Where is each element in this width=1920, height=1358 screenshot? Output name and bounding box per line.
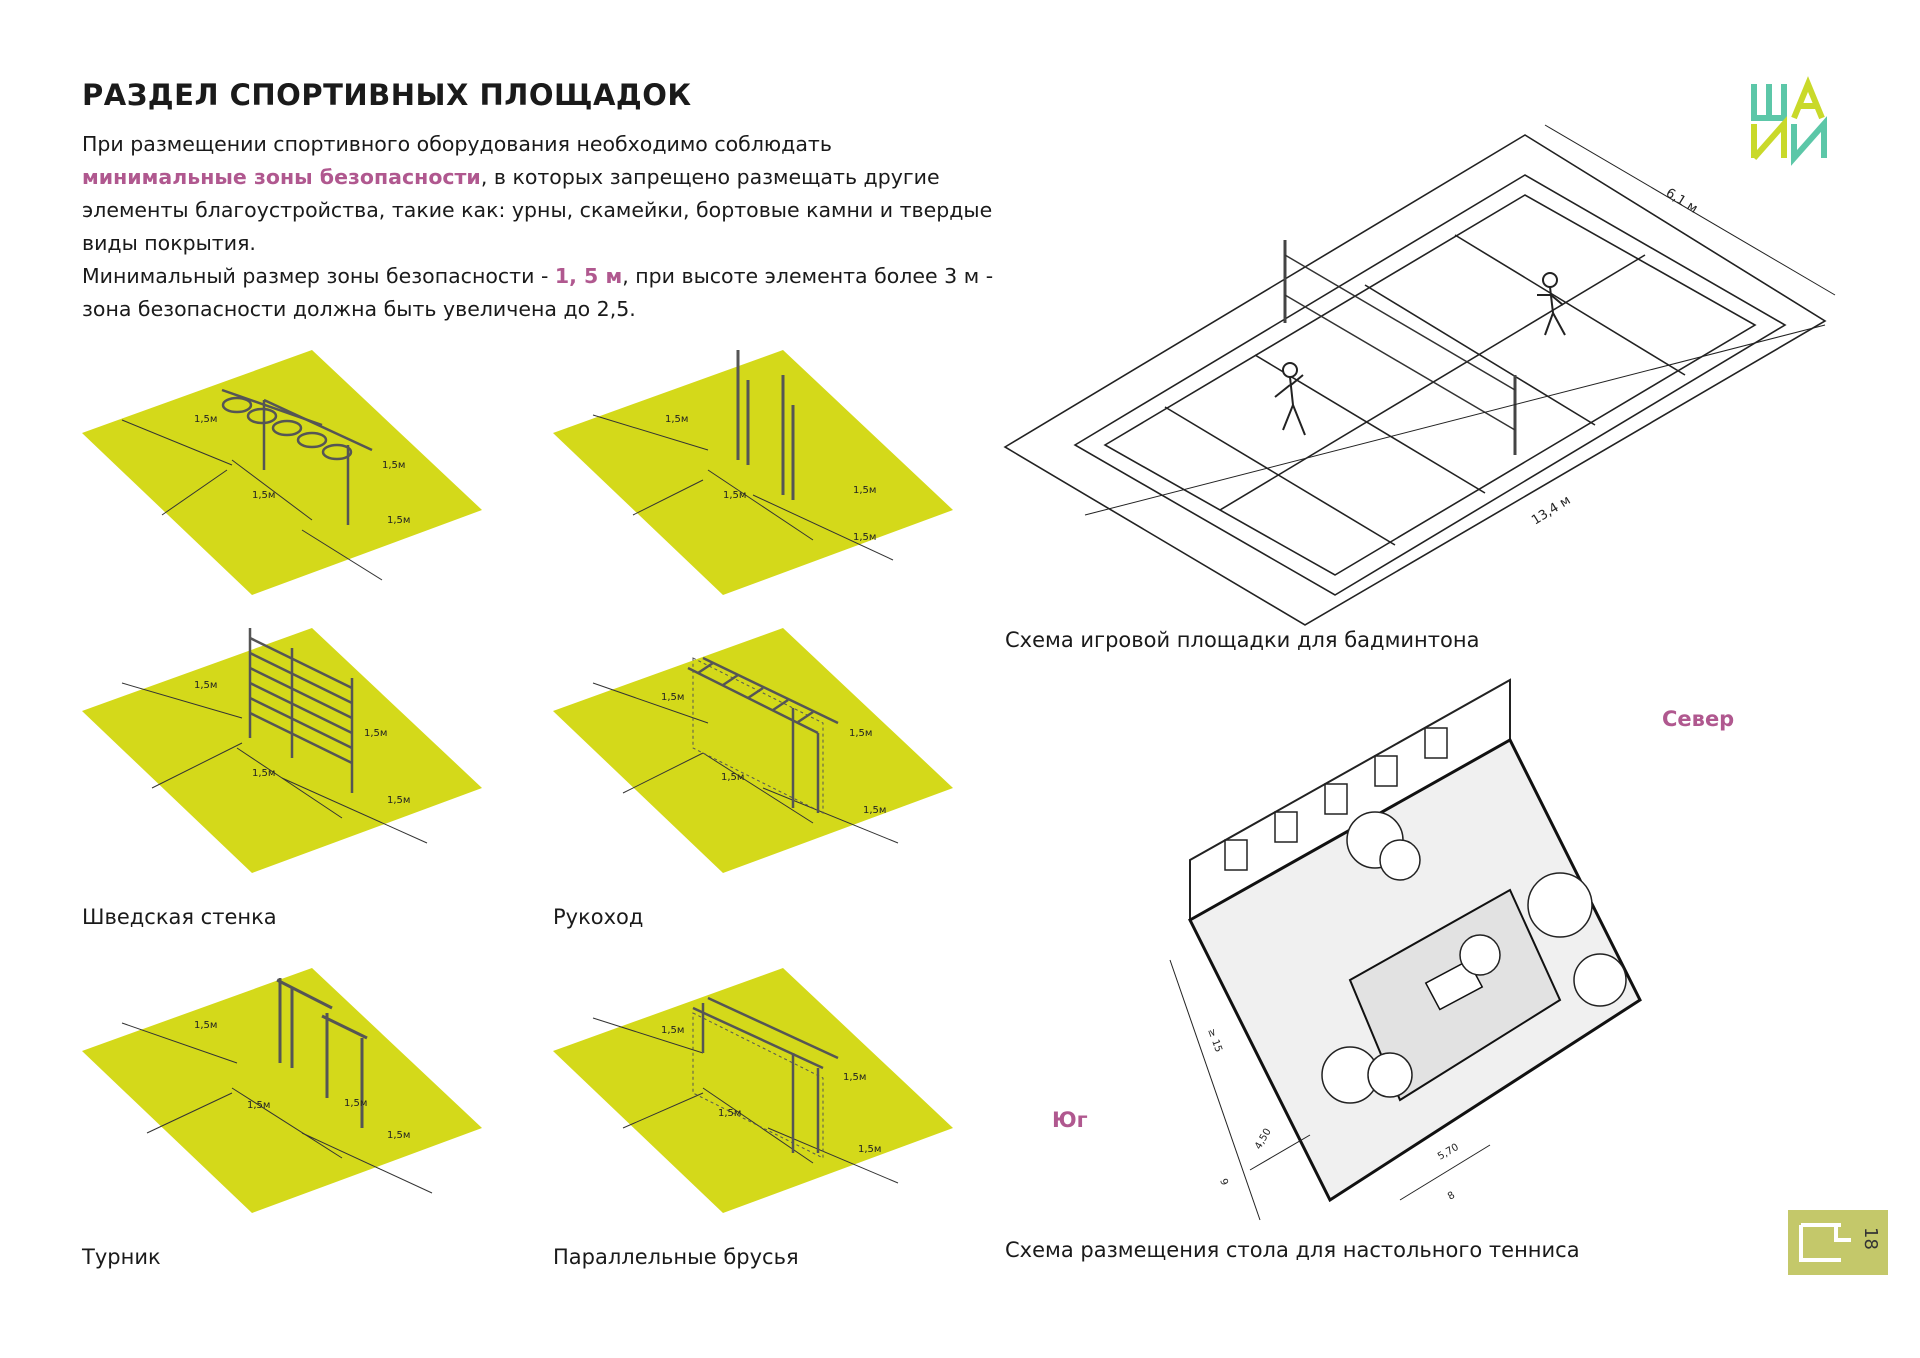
page-number: 18 [1860, 1227, 1882, 1250]
intro-line4: , при высоте элемента более 3 м - зона б… [82, 264, 994, 321]
safety-zone [553, 350, 953, 595]
safety-zone [553, 628, 953, 873]
equipment-diagram-5: 1,5м 1,5м 1,5м 1,5м [82, 968, 482, 1213]
safety-zone [82, 628, 482, 873]
dim-label: 1,5м [853, 485, 876, 496]
dim-label: 1,5м [387, 1130, 410, 1141]
dim-label: 1,5м [665, 414, 688, 425]
tennis-dim-8: 8 [1446, 1190, 1457, 1203]
badminton-court-diagram: 6,1 м 13,4 м [1003, 124, 1836, 626]
tennis-dim-9: 9 [1217, 1177, 1230, 1187]
dim-label: 1,5м [247, 1100, 270, 1111]
caption-monkey-bars: Рукоход [553, 905, 644, 929]
tree-icon [1321, 811, 1627, 1104]
intro-highlight-zones: минимальные зоны безопасности [82, 165, 481, 189]
page-title: РАЗДЕЛ СПОРТИВНЫХ ПЛОЩАДОК [82, 78, 692, 112]
intro-line3: Минимальный размер зоны безопасности - [82, 264, 555, 288]
dim-label: 1,5м [661, 1025, 684, 1036]
compass-south: Юг [1052, 1108, 1088, 1132]
badminton-width-label: 6,1 м [1663, 186, 1700, 217]
intro-text: При размещении спортивного оборудования … [82, 128, 1002, 326]
equipment-diagram-6: 1,5м 1,5м 1,5м 1,5м [553, 968, 953, 1213]
dim-label: 1,5м [843, 1072, 866, 1083]
player-icon [1274, 362, 1306, 436]
equipment-diagram-3: 1,5м 1,5м 1,5м 1,5м [82, 628, 482, 873]
dim-label: 1,5м [858, 1144, 881, 1155]
dim-label: 1,5м [849, 728, 872, 739]
tennis-dim-450: 4,50 [1253, 1127, 1274, 1152]
dim-label: 1,5м [721, 772, 744, 783]
caption-table-tennis: Схема размещения стола для настольного т… [1005, 1238, 1580, 1262]
caption-pull-up-bar: Турник [82, 1245, 161, 1269]
equipment-diagram-4: 1,5м 1,5м 1,5м 1,5м [553, 628, 953, 873]
dim-label: 1,5м [194, 1020, 217, 1031]
safety-zone [553, 968, 953, 1213]
safety-zone [82, 968, 482, 1213]
dim-label: 1,5м [863, 805, 886, 816]
dim-label: 1,5м [194, 414, 217, 425]
equipment-diagram-2: 1,5м 1,5м 1,5м 1,5м [553, 350, 953, 595]
intro-line2: , в которых запрещено размещать другие э… [82, 165, 993, 255]
dim-label: 1,5м [194, 680, 217, 691]
section-icon [1799, 1223, 1851, 1262]
dim-label: 1,5м [344, 1098, 367, 1109]
dim-label: 1,5м [252, 768, 275, 779]
player-icon [1537, 272, 1566, 336]
page-number-badge: 18 [1788, 1210, 1888, 1275]
intro-highlight-size: 1, 5 м [554, 264, 623, 288]
tennis-dim-570: 5,70 [1436, 1142, 1461, 1163]
tennis-dim-15: ≥ 15 [1205, 1027, 1224, 1054]
caption-parallel-bars: Параллельные брусья [553, 1245, 799, 1269]
table-tennis-placement-diagram: ≥ 15 4,50 9 5,70 8 [1169, 678, 1642, 1221]
dim-label: 1,5м [387, 515, 410, 526]
dim-label: 1,5м [387, 795, 410, 806]
badminton-length-label: 13,4 м [1529, 493, 1573, 528]
intro-line1: При размещении спортивного оборудования … [82, 132, 832, 156]
dim-label: 1,5м [853, 532, 876, 543]
dim-label: 1,5м [252, 490, 275, 501]
dim-label: 1,5м [661, 692, 684, 703]
equipment-diagram-1: 1,5м 1,5м 1,5м 1,5м [82, 350, 482, 595]
caption-badminton: Схема игровой площадки для бадминтона [1005, 628, 1480, 652]
logo [1751, 76, 1827, 166]
dim-label: 1,5м [364, 728, 387, 739]
dim-label: 1,5м [382, 460, 405, 471]
caption-swedish-wall: Шведская стенка [82, 905, 277, 929]
compass-north: Север [1662, 707, 1735, 731]
dim-label: 1,5м [718, 1108, 741, 1119]
dim-label: 1,5м [723, 490, 746, 501]
safety-zone [82, 350, 482, 595]
